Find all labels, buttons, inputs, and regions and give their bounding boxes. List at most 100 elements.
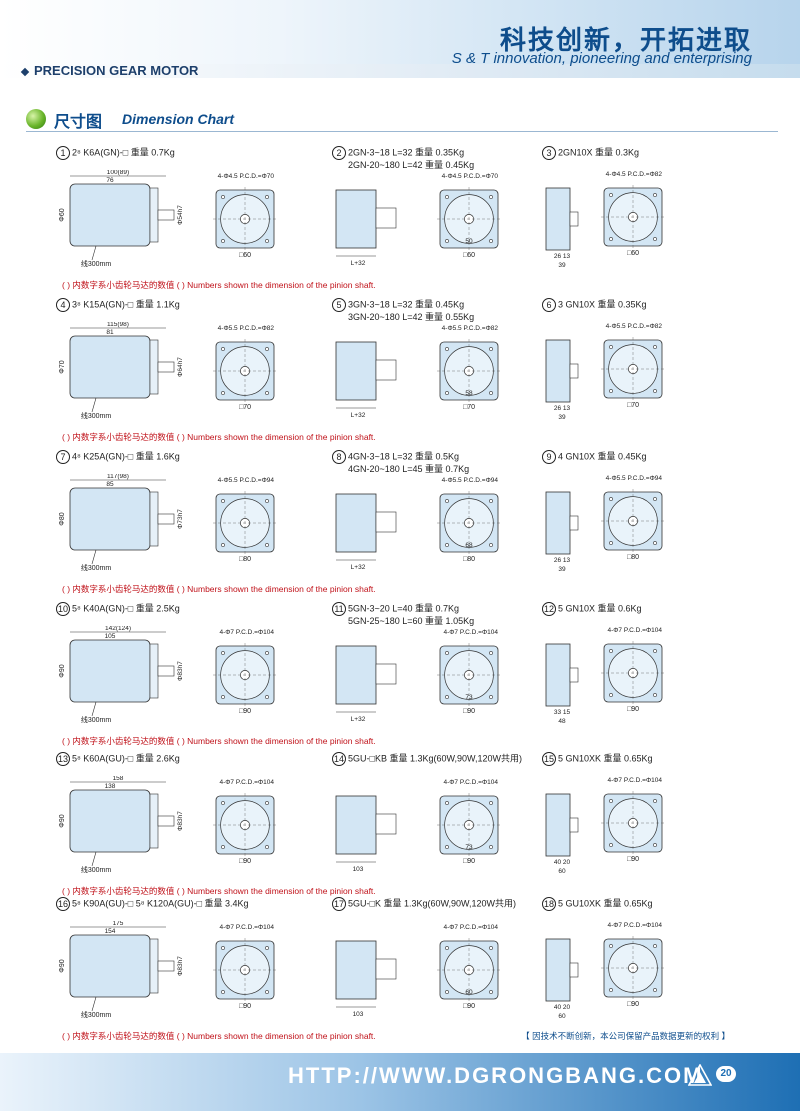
caption-line-1: 3GN-3~18 L=32 重量 0.45Kg <box>348 299 465 310</box>
drawing-number: 17 <box>332 897 346 911</box>
mount-hole-icon <box>221 499 225 503</box>
pcd-label: 4-Φ5.5 P.C.D.=Φ82 <box>218 325 275 332</box>
motor-body <box>69 335 151 399</box>
mount-hole-icon <box>489 651 493 655</box>
disclaimer: 【 因技术不断创新，本公司保留产品数据更新的权利 】 <box>521 1031 730 1041</box>
mount-hole-icon <box>265 801 269 805</box>
brand-slogan-cn: 科技创新，开拓进取 <box>499 25 752 55</box>
company-logo-icon <box>688 1064 712 1086</box>
frame-size-label: □60 <box>463 252 475 259</box>
diameter-label: Φ90 <box>59 664 66 677</box>
diameter-label: Φ80 <box>59 512 66 525</box>
motor-shaft <box>157 361 175 373</box>
pcd-label: 4-Φ7 P.C.D.=Φ104 <box>443 629 498 636</box>
frame-size-label: □90 <box>627 706 639 713</box>
mount-hole-icon <box>221 946 225 950</box>
mount-hole-icon <box>221 543 225 547</box>
page-number: 20 <box>716 1066 736 1082</box>
mount-hole-icon <box>265 543 269 547</box>
mount-hole-icon <box>265 347 269 351</box>
cable-line <box>91 851 97 867</box>
drawing-number: 11 <box>332 602 346 616</box>
mount-hole-icon <box>265 239 269 243</box>
diameter-label: Φ90 <box>59 959 66 972</box>
title-rule <box>26 131 778 132</box>
total-length-label: 60 <box>558 1013 566 1020</box>
diamond-bullet-icon <box>20 67 30 76</box>
footer-band <box>0 1053 800 1111</box>
pcd-label: 4-Φ7 P.C.D.=Φ104 <box>607 627 662 634</box>
mount-hole-icon <box>489 543 493 547</box>
length-label: 158 <box>113 776 124 782</box>
pcd-label: 4-Φ5.5 P.C.D.=Φ94 <box>442 477 499 484</box>
gearhead-body <box>335 189 377 249</box>
front-view <box>213 643 277 707</box>
mount-hole-icon <box>653 944 657 948</box>
series-label: PRECISION GEAR MOTOR <box>34 63 199 78</box>
mount-hole-icon <box>265 990 269 994</box>
caption-line-1: 2⁸ K6A(GN)-□ 重量 0.7Kg <box>72 147 175 158</box>
mount-hole-icon <box>653 988 657 992</box>
mount-hole-icon <box>265 845 269 849</box>
frame-size-label: □60 <box>239 252 251 259</box>
mount-hole-icon <box>653 237 657 241</box>
mount-hole-icon <box>653 345 657 349</box>
mount-hole-icon <box>489 990 493 994</box>
gearhead-shaft <box>375 511 397 533</box>
footer-url[interactable]: HTTP://WWW.DGRONGBANG.COM <box>288 1063 704 1088</box>
mount-hole-icon <box>489 347 493 351</box>
length-label: 117(98) <box>107 474 129 480</box>
total-length-label: 103 <box>353 1011 364 1018</box>
front-view <box>437 938 501 1002</box>
cable-line <box>91 549 97 565</box>
drawing-number: 14 <box>332 752 346 766</box>
body-length-label: 138 <box>105 783 116 790</box>
front-view <box>213 793 277 857</box>
width-label: 26 13 <box>554 253 571 260</box>
mount-hole-icon <box>221 347 225 351</box>
mount-hole-icon <box>489 499 493 503</box>
width-label: 60 <box>465 989 473 996</box>
caption-line-1: 5 GU10XK 重量 0.65Kg <box>558 898 653 909</box>
frame-size-label: □80 <box>627 554 639 561</box>
motor-body <box>69 183 151 247</box>
front-view <box>601 185 665 249</box>
length-label: 175 <box>113 921 124 927</box>
mount-hole-icon <box>609 345 613 349</box>
caption-line-1: 4GN-3~18 L=32 重量 0.5Kg <box>348 451 460 462</box>
cable-line <box>91 701 97 717</box>
cable-label: 线300mm <box>81 411 112 420</box>
drawing-number: 3 <box>542 146 556 160</box>
width-label: 58 <box>465 390 473 397</box>
pcd-label: 4-Φ7 P.C.D.=Φ104 <box>607 777 662 784</box>
shaft-label: Φ64h7 <box>177 357 184 377</box>
gearhead-shaft <box>375 958 397 980</box>
cable-line <box>91 996 97 1012</box>
motor-shaft <box>157 513 175 525</box>
drawing-number: 9 <box>542 450 556 464</box>
caption-line-2: 5GN-25~180 L=60 重量 1.05Kg <box>348 616 475 626</box>
pcd-label: 4-Φ4.5 P.C.D.=Φ70 <box>218 173 275 180</box>
pinion-note: ( ) 内数字系小齿轮马达的数值 ( ) Numbers shown the d… <box>62 736 376 746</box>
caption-line-1: 2GN-3~18 L=32 重量 0.35Kg <box>348 147 465 158</box>
mount-hole-icon <box>445 239 449 243</box>
mount-hole-icon <box>609 693 613 697</box>
caption-line-2: 3GN-20~180 L=42 重量 0.55Kg <box>348 312 475 322</box>
